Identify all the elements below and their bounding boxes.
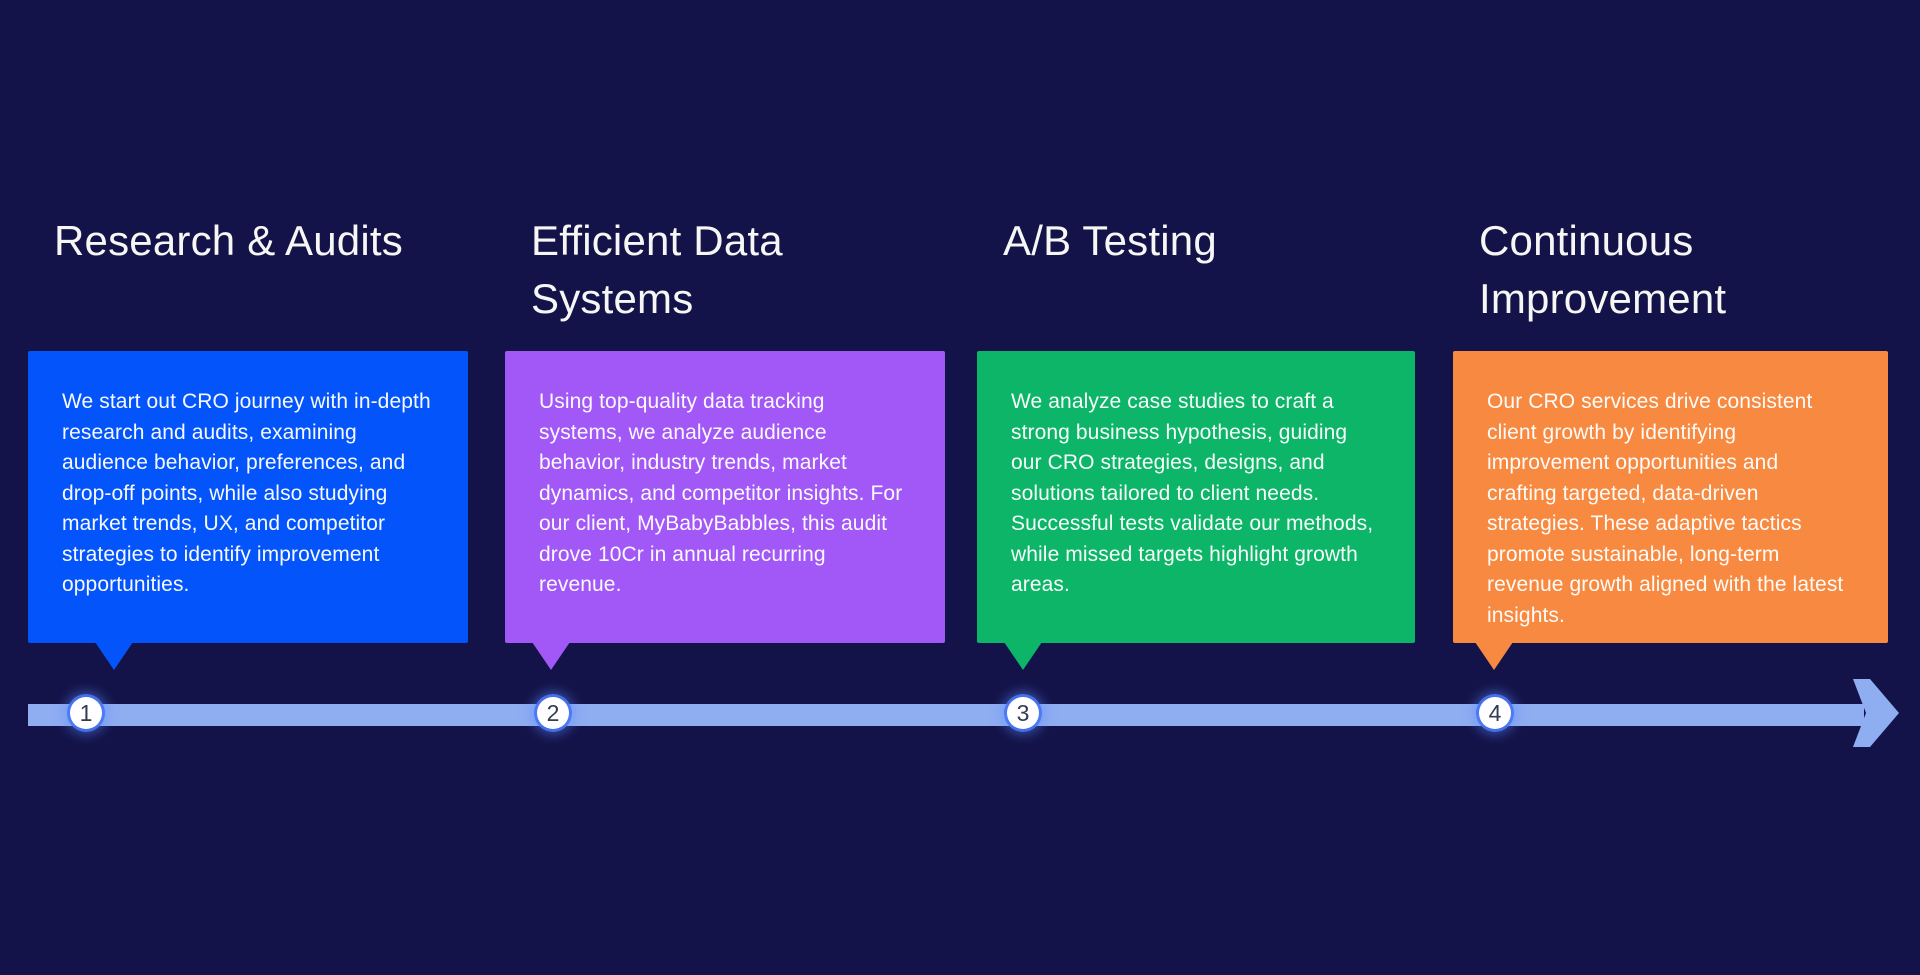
step-3-title: A/B Testing bbox=[1003, 217, 1217, 264]
step-1-description: We start out CRO journey with in-depth r… bbox=[62, 390, 431, 596]
timeline-node-2: 2 bbox=[537, 697, 569, 729]
timeline-node-1-number: 1 bbox=[79, 699, 93, 726]
timeline-node-4: 4 bbox=[1479, 697, 1511, 729]
step-1-title: Research & Audits bbox=[54, 217, 403, 264]
step-column-3: A/B Testing We analyze case studies to c… bbox=[977, 0, 1415, 975]
step-4-bubble-tail bbox=[1475, 642, 1513, 670]
step-1-speech-bubble: We start out CRO journey with in-depth r… bbox=[28, 351, 468, 643]
timeline-bar bbox=[28, 704, 1864, 726]
step-3-description: We analyze case studies to craft a stron… bbox=[1011, 390, 1374, 596]
step-3-bubble-tail bbox=[1004, 642, 1042, 670]
timeline-node-3: 3 bbox=[1007, 697, 1039, 729]
timeline-node-3-number: 3 bbox=[1016, 699, 1030, 726]
step-4-description: Our CRO services drive consistent client… bbox=[1487, 390, 1844, 627]
step-2-title: Efficient Data Systems bbox=[531, 217, 783, 322]
step-1-bubble-tail bbox=[95, 642, 133, 670]
step-3-speech-bubble: We analyze case studies to craft a stron… bbox=[977, 351, 1415, 643]
arrow-right-icon bbox=[1853, 679, 1899, 747]
timeline-node-4-number: 4 bbox=[1488, 699, 1502, 726]
timeline-node-1: 1 bbox=[70, 697, 102, 729]
step-column-2: Efficient Data Systems Using top-quality… bbox=[505, 0, 945, 975]
step-column-4: Continuous Improvement Our CRO services … bbox=[1453, 0, 1888, 975]
step-2-bubble-tail bbox=[532, 642, 570, 670]
step-4-title: Continuous Improvement bbox=[1479, 217, 1727, 322]
step-2-speech-bubble: Using top-quality data tracking systems,… bbox=[505, 351, 945, 643]
step-2-description: Using top-quality data tracking systems,… bbox=[539, 390, 903, 596]
step-column-1: Research & Audits We start out CRO journ… bbox=[28, 0, 468, 975]
step-4-speech-bubble: Our CRO services drive consistent client… bbox=[1453, 351, 1888, 643]
timeline-node-2-number: 2 bbox=[546, 699, 560, 726]
